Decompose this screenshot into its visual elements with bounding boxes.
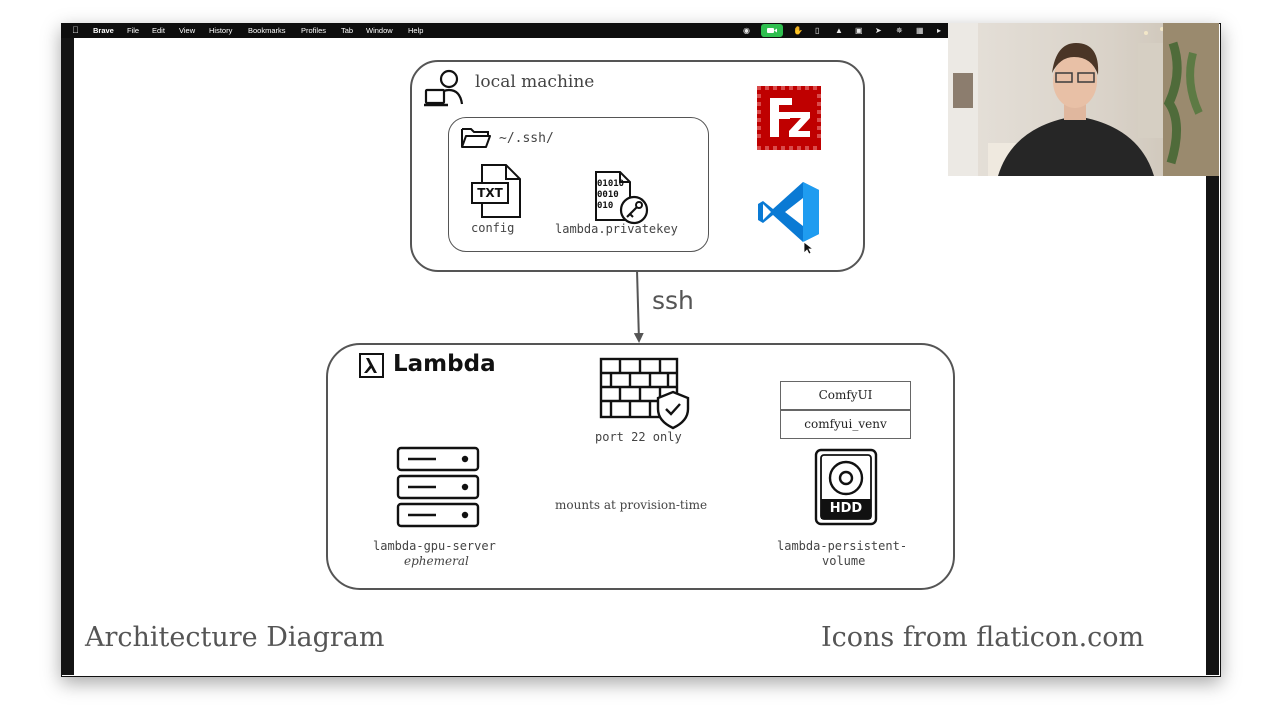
gpu-server-label: lambda-gpu-server: [373, 539, 496, 553]
caption-right: Icons from flaticon.com: [821, 622, 1145, 653]
private-key-label: lambda.privatekey: [555, 222, 678, 236]
user-laptop-icon: [424, 68, 464, 114]
menu-tab[interactable]: Tab: [341, 26, 354, 35]
gpu-server-sublabel: ephemeral: [404, 554, 469, 568]
camera-active-icon[interactable]: [761, 24, 783, 37]
menu-file[interactable]: File: [127, 26, 140, 35]
menu-history[interactable]: History: [209, 26, 233, 35]
pointer-icon[interactable]: ▲: [835, 26, 843, 35]
txt-file-icon: TXT: [470, 163, 524, 219]
menu-view[interactable]: View: [179, 26, 196, 35]
ssh-folder-label: ~/.ssh/: [499, 131, 554, 146]
caption-left: Architecture Diagram: [85, 622, 385, 653]
accessibility-icon[interactable]: ◉: [743, 26, 750, 35]
local-machine-title: local machine: [475, 72, 595, 92]
window-right-edge: [1206, 23, 1219, 675]
vscode-icon: [757, 180, 821, 244]
box-icon[interactable]: ▣: [855, 26, 863, 35]
lambda-brand: Lambda: [393, 351, 496, 377]
volume-icon[interactable]: ▸: [937, 26, 942, 35]
globe-icon[interactable]: ✵: [896, 26, 903, 35]
binary-line-1: 01010: [597, 179, 625, 189]
menu-edit[interactable]: Edit: [152, 26, 165, 35]
mouse-cursor-icon: [803, 240, 815, 259]
folder-icon: [460, 125, 492, 153]
menu-profiles[interactable]: Profiles: [301, 26, 327, 35]
webcam-overlay: [948, 23, 1219, 176]
binary-line-3: 010: [597, 201, 614, 211]
comfyui-venv-box: comfyui_venv: [780, 410, 911, 439]
txt-icon-text: TXT: [477, 186, 503, 200]
macos-menubar:  Brave File Edit View History Bookmarks…: [61, 23, 1219, 38]
menu-window[interactable]: Window: [366, 26, 393, 35]
window-left-edge: [61, 23, 74, 675]
hand-icon[interactable]: ✋: [793, 26, 803, 35]
hdd-icon-text: HDD: [829, 501, 863, 516]
apple-icon[interactable]: : [72, 25, 79, 35]
server-rack-icon: [396, 446, 480, 528]
binary-key-file-icon: 01010 0010 010: [594, 170, 650, 226]
firewall-label: port 22 only: [595, 430, 682, 444]
firewall-shield-icon: [598, 356, 692, 430]
volume-label-line1: lambda-persistent-: [777, 539, 908, 553]
config-file-label: config: [471, 221, 515, 235]
menu-app-name[interactable]: Brave: [93, 26, 114, 35]
menu-bookmarks[interactable]: Bookmarks: [248, 26, 286, 35]
binary-line-2: 0010: [597, 190, 619, 200]
menu-help[interactable]: Help: [408, 26, 424, 35]
hdd-icon: HDD: [814, 448, 878, 526]
bottle-icon[interactable]: ▯: [815, 26, 820, 35]
send-icon[interactable]: ➤: [875, 26, 882, 35]
comfyui-box: ComfyUI: [780, 381, 911, 410]
lambda-logo-icon: [359, 353, 384, 378]
calculator-icon[interactable]: ▦: [916, 26, 924, 35]
ssh-arrow: [633, 269, 644, 343]
mount-label: mounts at provision-time: [555, 498, 708, 512]
filezilla-icon: [757, 86, 821, 150]
ssh-label: ssh: [652, 286, 694, 315]
volume-label-line2: volume: [822, 554, 866, 568]
